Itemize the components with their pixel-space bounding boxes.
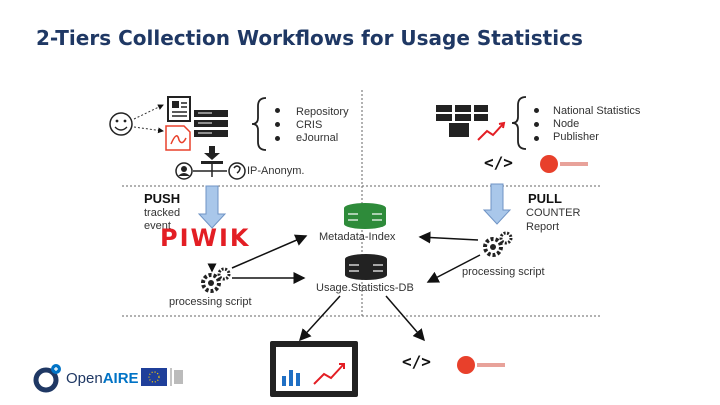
pull-arrow	[482, 183, 512, 225]
slide-title: 2-Tiers Collection Workflows for Usage S…	[36, 26, 583, 50]
code-tag-bottom: </>	[402, 352, 431, 371]
user-icon	[109, 112, 133, 136]
push-label-line1: tracked	[144, 207, 181, 219]
bullet	[275, 122, 280, 127]
pull-processing-script: processing script	[462, 266, 545, 278]
source-node: Node	[553, 118, 580, 130]
bullet	[534, 108, 539, 113]
source-ejournal: eJournal	[296, 132, 339, 144]
eu-flag-icon	[141, 368, 183, 386]
anonymous-mask-icon	[228, 162, 246, 180]
server-icon	[436, 105, 488, 137]
bullet	[534, 136, 539, 141]
push-header: PUSH	[144, 191, 181, 206]
pdf-icon	[165, 125, 191, 151]
badge-caption	[477, 363, 505, 367]
ip-anonymization-label: IP-Anonym.	[247, 165, 305, 177]
pull-label-line2: Report	[526, 221, 560, 233]
usage-statistics-db-label: Usage.Statistics-DB	[316, 282, 414, 294]
pull-label-line1: COUNTER	[526, 207, 581, 219]
gear-icon	[483, 231, 513, 257]
arrow-usage-to-code	[385, 295, 425, 342]
anonymous-user-icon	[175, 162, 193, 180]
bullet	[534, 122, 539, 127]
server-icon	[194, 110, 228, 137]
openaire-logo: OpenAIRE	[66, 370, 139, 387]
chart-icon	[477, 121, 506, 141]
arrow-gear-to-metadata	[231, 234, 308, 269]
arrow-right-gear-to-metadata	[418, 231, 479, 244]
push-label-line2: event	[144, 220, 171, 232]
left-brace	[251, 97, 267, 151]
database-icon	[344, 203, 386, 229]
database-icon	[345, 254, 387, 280]
source-publisher: Publisher	[553, 131, 599, 143]
badge-caption	[560, 162, 588, 166]
push-processing-script: processing script	[169, 296, 252, 308]
document-icon	[167, 96, 191, 122]
arrow-right-gear-to-usage	[426, 254, 481, 283]
monitor-icon	[270, 341, 358, 397]
source-cris: CRIS	[296, 119, 323, 131]
bullet	[275, 136, 280, 141]
source-repository: Repository	[296, 106, 349, 118]
right-brace	[511, 96, 527, 150]
source-national-statistics: National Statistics	[553, 105, 641, 117]
bullet	[275, 108, 280, 113]
arrow-usage-to-monitor	[298, 295, 341, 342]
piwik-logo: PIWIK	[160, 224, 251, 252]
counter-badge-top	[540, 155, 558, 173]
openaire-logo-icon	[33, 364, 61, 393]
download-icon	[201, 146, 223, 164]
metadata-index-label: Metadata-Index	[319, 231, 396, 243]
push-arrow	[197, 185, 227, 229]
gear-icon	[201, 267, 231, 293]
pull-header: PULL	[528, 191, 562, 206]
counter-badge-bottom	[457, 356, 475, 374]
code-tag-top: </>	[484, 153, 513, 172]
